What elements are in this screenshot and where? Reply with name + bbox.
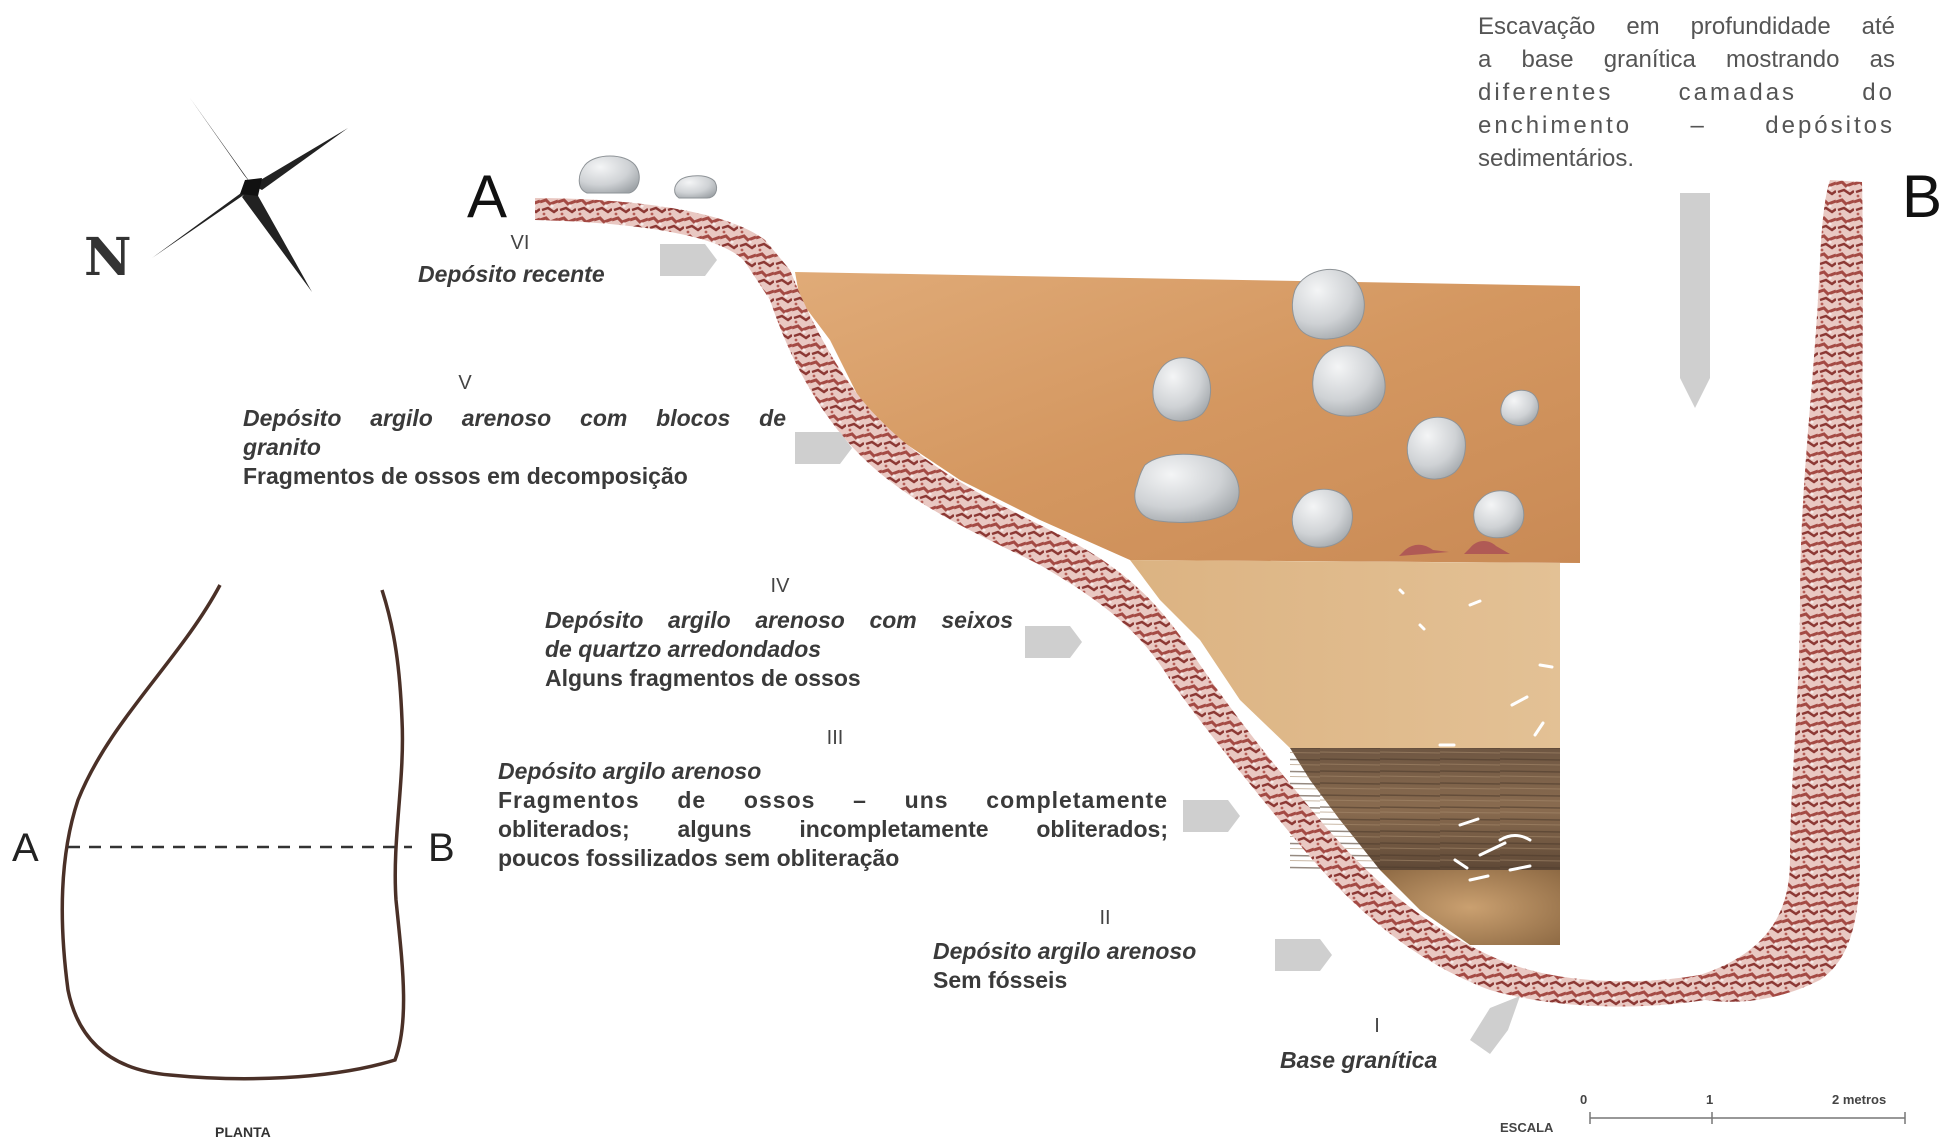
scale-label: ESCALA <box>1500 1120 1553 1135</box>
layer-iii-desc-line: obliterados; alguns incompletamente obli… <box>498 815 1168 844</box>
arrow-excavation-icon <box>1680 193 1710 408</box>
layer-i-numeral: I <box>1362 1015 1392 1038</box>
excavation-note: Escavação em profundidade até a base gra… <box>1478 10 1895 175</box>
layer-v-title-line: granito <box>243 433 786 462</box>
layer-iii-desc-line: Fragmentos de ossos – uns completamente <box>498 786 1168 815</box>
layer-ii-desc-line: Sem fósseis <box>933 966 1196 995</box>
plan-outline <box>62 585 403 1079</box>
layer-i-title: Base granítica <box>1280 1046 1437 1075</box>
layer-ii-text: Depósito argilo arenoso Sem fósseis <box>933 937 1196 995</box>
layer-v-text: Depósito argilo arenoso com blocos de gr… <box>243 404 786 491</box>
arrow-v-icon <box>795 432 852 464</box>
plan-start-label: A <box>12 826 39 871</box>
section-end-label: B <box>1902 162 1942 231</box>
layer-ii-numeral: II <box>1085 907 1125 930</box>
layer-iii-title-line: Depósito argilo arenoso <box>498 757 1168 786</box>
layer-iii-text: Depósito argilo arenoso Fragmentos de os… <box>498 757 1168 873</box>
right-rock-wall <box>1700 180 1863 1002</box>
arrow-vi-icon <box>660 244 717 276</box>
plan-caption: PLANTA <box>215 1124 271 1140</box>
scale-tick-1: 1 <box>1706 1092 1713 1107</box>
layer-v-desc-line: Fragmentos de ossos em decomposição <box>243 462 786 491</box>
layer-iv-numeral: IV <box>760 575 800 598</box>
layer-ii-title-line: Depósito argilo arenoso <box>933 937 1196 966</box>
compass-rose-icon <box>152 98 348 292</box>
excavation-note-line: diferentes camadas do <box>1478 76 1895 109</box>
excavation-note-line: a base granítica mostrando as <box>1478 43 1895 76</box>
excavation-note-line: enchimento – depósitos <box>1478 109 1895 142</box>
excavation-note-line: Escavação em profundidade até <box>1478 10 1895 43</box>
layer-iv-text: Depósito argilo arenoso com seixos de qu… <box>545 606 1013 693</box>
layer-iii-numeral: III <box>815 727 855 750</box>
layer-iv-title-line: Depósito argilo arenoso com seixos <box>545 606 1013 635</box>
arrow-iv-icon <box>1025 626 1082 658</box>
layer-v-title-line: Depósito argilo arenoso com blocos de <box>243 404 786 433</box>
layer-v-numeral: V <box>445 372 485 395</box>
layer-iv-desc-line: Alguns fragmentos de ossos <box>545 664 1013 693</box>
layer-iv-fill <box>1130 560 1560 748</box>
layer-vi-title: Depósito recente <box>418 260 605 289</box>
arrow-ii-icon <box>1275 939 1332 971</box>
layer-iv-title-line: de quartzo arredondados <box>545 635 1013 664</box>
scale-tick-0: 0 <box>1580 1092 1587 1107</box>
scale-tick-2: 2 metros <box>1832 1092 1886 1107</box>
plan-end-label: B <box>428 826 455 871</box>
layer-iii-desc-line: poucos fossilizados sem obliteração <box>498 844 1168 873</box>
scale-bar <box>1590 1112 1905 1124</box>
arrow-i-icon <box>1470 996 1520 1054</box>
excavation-note-line: sedimentários. <box>1478 142 1895 175</box>
section-start-label: A <box>467 162 507 231</box>
layer-vi-numeral: VI <box>505 232 535 255</box>
north-label: N <box>84 227 132 288</box>
arrow-iii-icon <box>1183 800 1240 832</box>
